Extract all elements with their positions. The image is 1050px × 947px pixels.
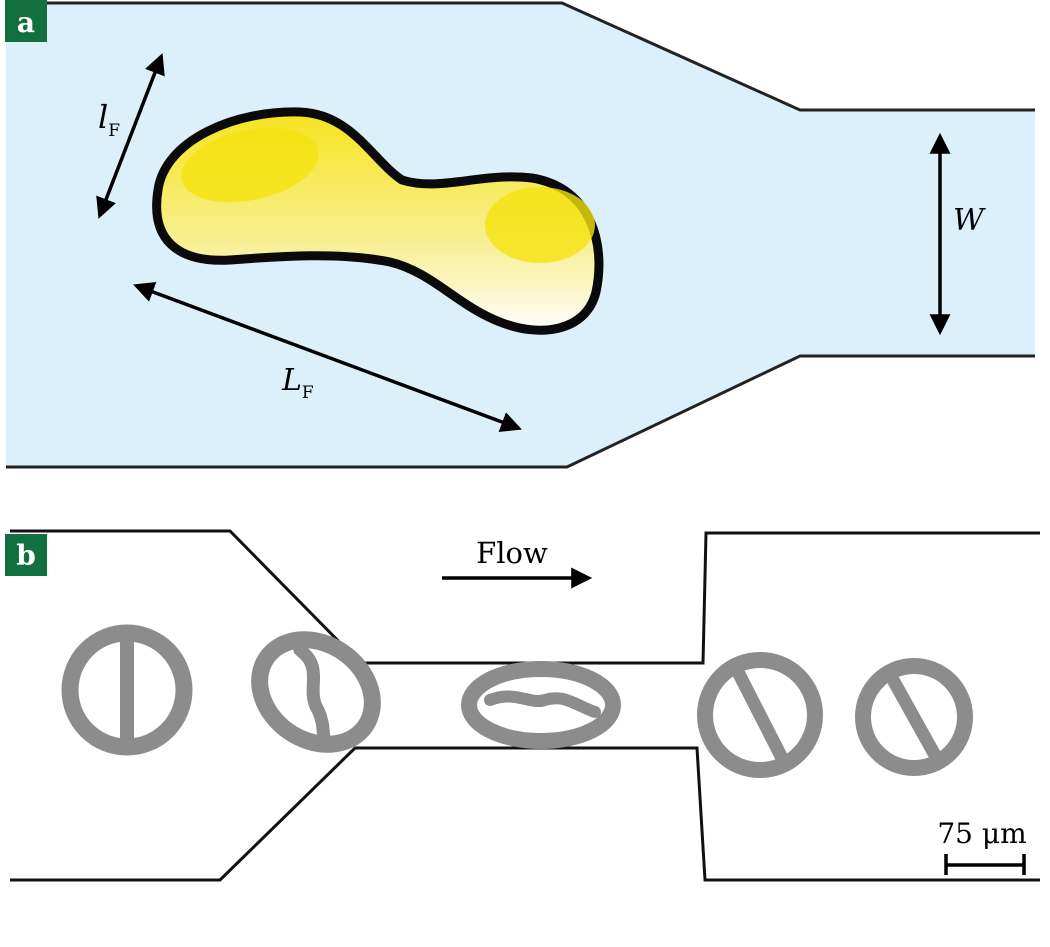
panel-b-label-bg (5, 534, 47, 576)
cell-1 (61, 624, 193, 756)
droplet-highlight-left (181, 127, 319, 203)
scale-bar (944, 854, 1026, 875)
scale-bar-label: 75 μm (937, 817, 1026, 850)
small-dimension-arrow (96, 53, 165, 219)
panel-b-label: b (16, 539, 36, 572)
panel-a: a lF LF W (5, 0, 1035, 469)
channel-a-bottom-wall (6, 354, 1035, 469)
long-dimension-arrow (133, 282, 522, 432)
long-dimension-label: LF (281, 363, 314, 403)
channel-a-top-wall (6, 1, 1035, 112)
small-dimension-label: lF (98, 98, 120, 141)
width-dimension-label: W (953, 203, 986, 238)
panel-a-label: a (17, 6, 35, 39)
cell-5 (855, 658, 973, 776)
cell-3 (461, 661, 621, 749)
cell-2 (251, 631, 381, 753)
panel-a-label-bg (5, 0, 47, 42)
flow-label: Flow (476, 536, 548, 570)
panel-b: b Flow 75 μm (5, 529, 1040, 882)
cell-4 (697, 652, 823, 778)
droplet-highlight-right (485, 187, 595, 263)
